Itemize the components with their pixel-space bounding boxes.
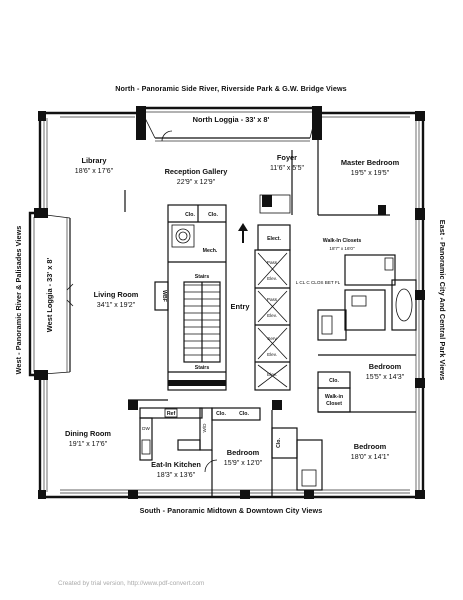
kitchen-dim: 18'3" x 13'6" [157, 472, 196, 479]
elect-label: Elect. [267, 236, 281, 242]
dining-room-label: Dining Room [65, 429, 111, 438]
closet-note: L CL C CLOS BET FL [296, 280, 341, 285]
clo-label-s1: Clo. [216, 411, 226, 417]
walkin-closet-label-2: Closet [326, 401, 342, 407]
walkin-closets-dim: 18'7" x 16'0" [329, 246, 355, 251]
stairs-label-top: Stairs [195, 274, 210, 280]
east-view-title: East - Panoramic City And Central Park V… [438, 220, 447, 381]
north-loggia-frame [139, 107, 319, 142]
foyer-dim: 11'6" x 5'5" [270, 165, 304, 172]
clo-label-s3: Clo. [276, 438, 282, 448]
bedroom-east-dim: 15'5" x 14'3" [366, 374, 405, 381]
clo-label-1: Clo. [185, 212, 195, 218]
kitchen-label: Eat-In Kitchen [151, 460, 201, 469]
west-view-title: West - Panoramic River & Palisades Views [14, 226, 23, 375]
serv-elev-b: Elev. [267, 352, 277, 357]
watermark: Created by trial version, http://www.pdf… [58, 580, 204, 587]
serv-elev: Serv [267, 336, 277, 341]
pass-elev-1: Pass [267, 260, 278, 265]
pass-elev-1b: Elev. [267, 276, 277, 281]
outer-walls [28, 106, 425, 499]
ref-label: Ref [167, 411, 176, 417]
stairs-label-bottom: Stairs [195, 365, 210, 371]
north-view-title: North - Panoramic Side River, Riverside … [115, 84, 347, 93]
pass-elev-2b: Elev. [267, 313, 277, 318]
west-wall [28, 113, 42, 497]
clo-label-2: Clo. [208, 212, 218, 218]
mech-label: Mech. [203, 248, 218, 254]
walkin-closets-label: Walk-In Closets [323, 238, 362, 244]
bedroom-east-label: Bedroom [369, 362, 402, 371]
north-loggia-label: North Loggia - 33' x 8' [193, 115, 270, 124]
library-label: Library [81, 156, 107, 165]
south-view-title: South - Panoramic Midtown & Downtown Cit… [140, 506, 323, 515]
bedroom-se-dim: 18'0" x 14'1" [351, 454, 390, 461]
wd-label: W/D [202, 423, 207, 433]
stair-treads [183, 281, 221, 363]
elev-4: Elev. [267, 372, 277, 377]
foyer-label: Foyer [277, 153, 297, 162]
pass-elev-2: Pass [267, 297, 278, 302]
entry-arrow-icon [238, 223, 248, 243]
dining-room-dim: 19'1" x 17'6" [69, 441, 108, 448]
window-glazing [33, 111, 420, 494]
reception-dim: 22'9" x 12'9" [177, 179, 216, 186]
master-bedroom-dim: 19'5" x 19'5" [351, 170, 390, 177]
library-dim: 18'6" x 17'6" [75, 168, 114, 175]
living-room-dim: 34'1" x 19'2" [97, 302, 136, 309]
north-wall [40, 106, 423, 115]
clo-label-s2: Clo. [239, 411, 249, 417]
reception-label: Reception Gallery [165, 167, 229, 176]
living-room-label: Living Room [94, 290, 139, 299]
bedroom-south-label: Bedroom [227, 448, 260, 457]
master-bedroom-label: Master Bedroom [341, 158, 400, 167]
columns [34, 106, 425, 499]
bedroom-se-label: Bedroom [354, 442, 387, 451]
entry-label: Entry [231, 302, 251, 311]
west-loggia-label: West Loggia - 33' x 8' [45, 258, 54, 333]
walkin-closet-label: Walk-in [325, 394, 343, 400]
dw-label: DW [142, 426, 150, 431]
wbf-label: WBF [161, 290, 167, 302]
interior-walls [124, 140, 417, 497]
clo-label-east: Clo. [329, 378, 339, 384]
bedroom-south-dim: 15'9" x 12'0" [224, 460, 263, 467]
